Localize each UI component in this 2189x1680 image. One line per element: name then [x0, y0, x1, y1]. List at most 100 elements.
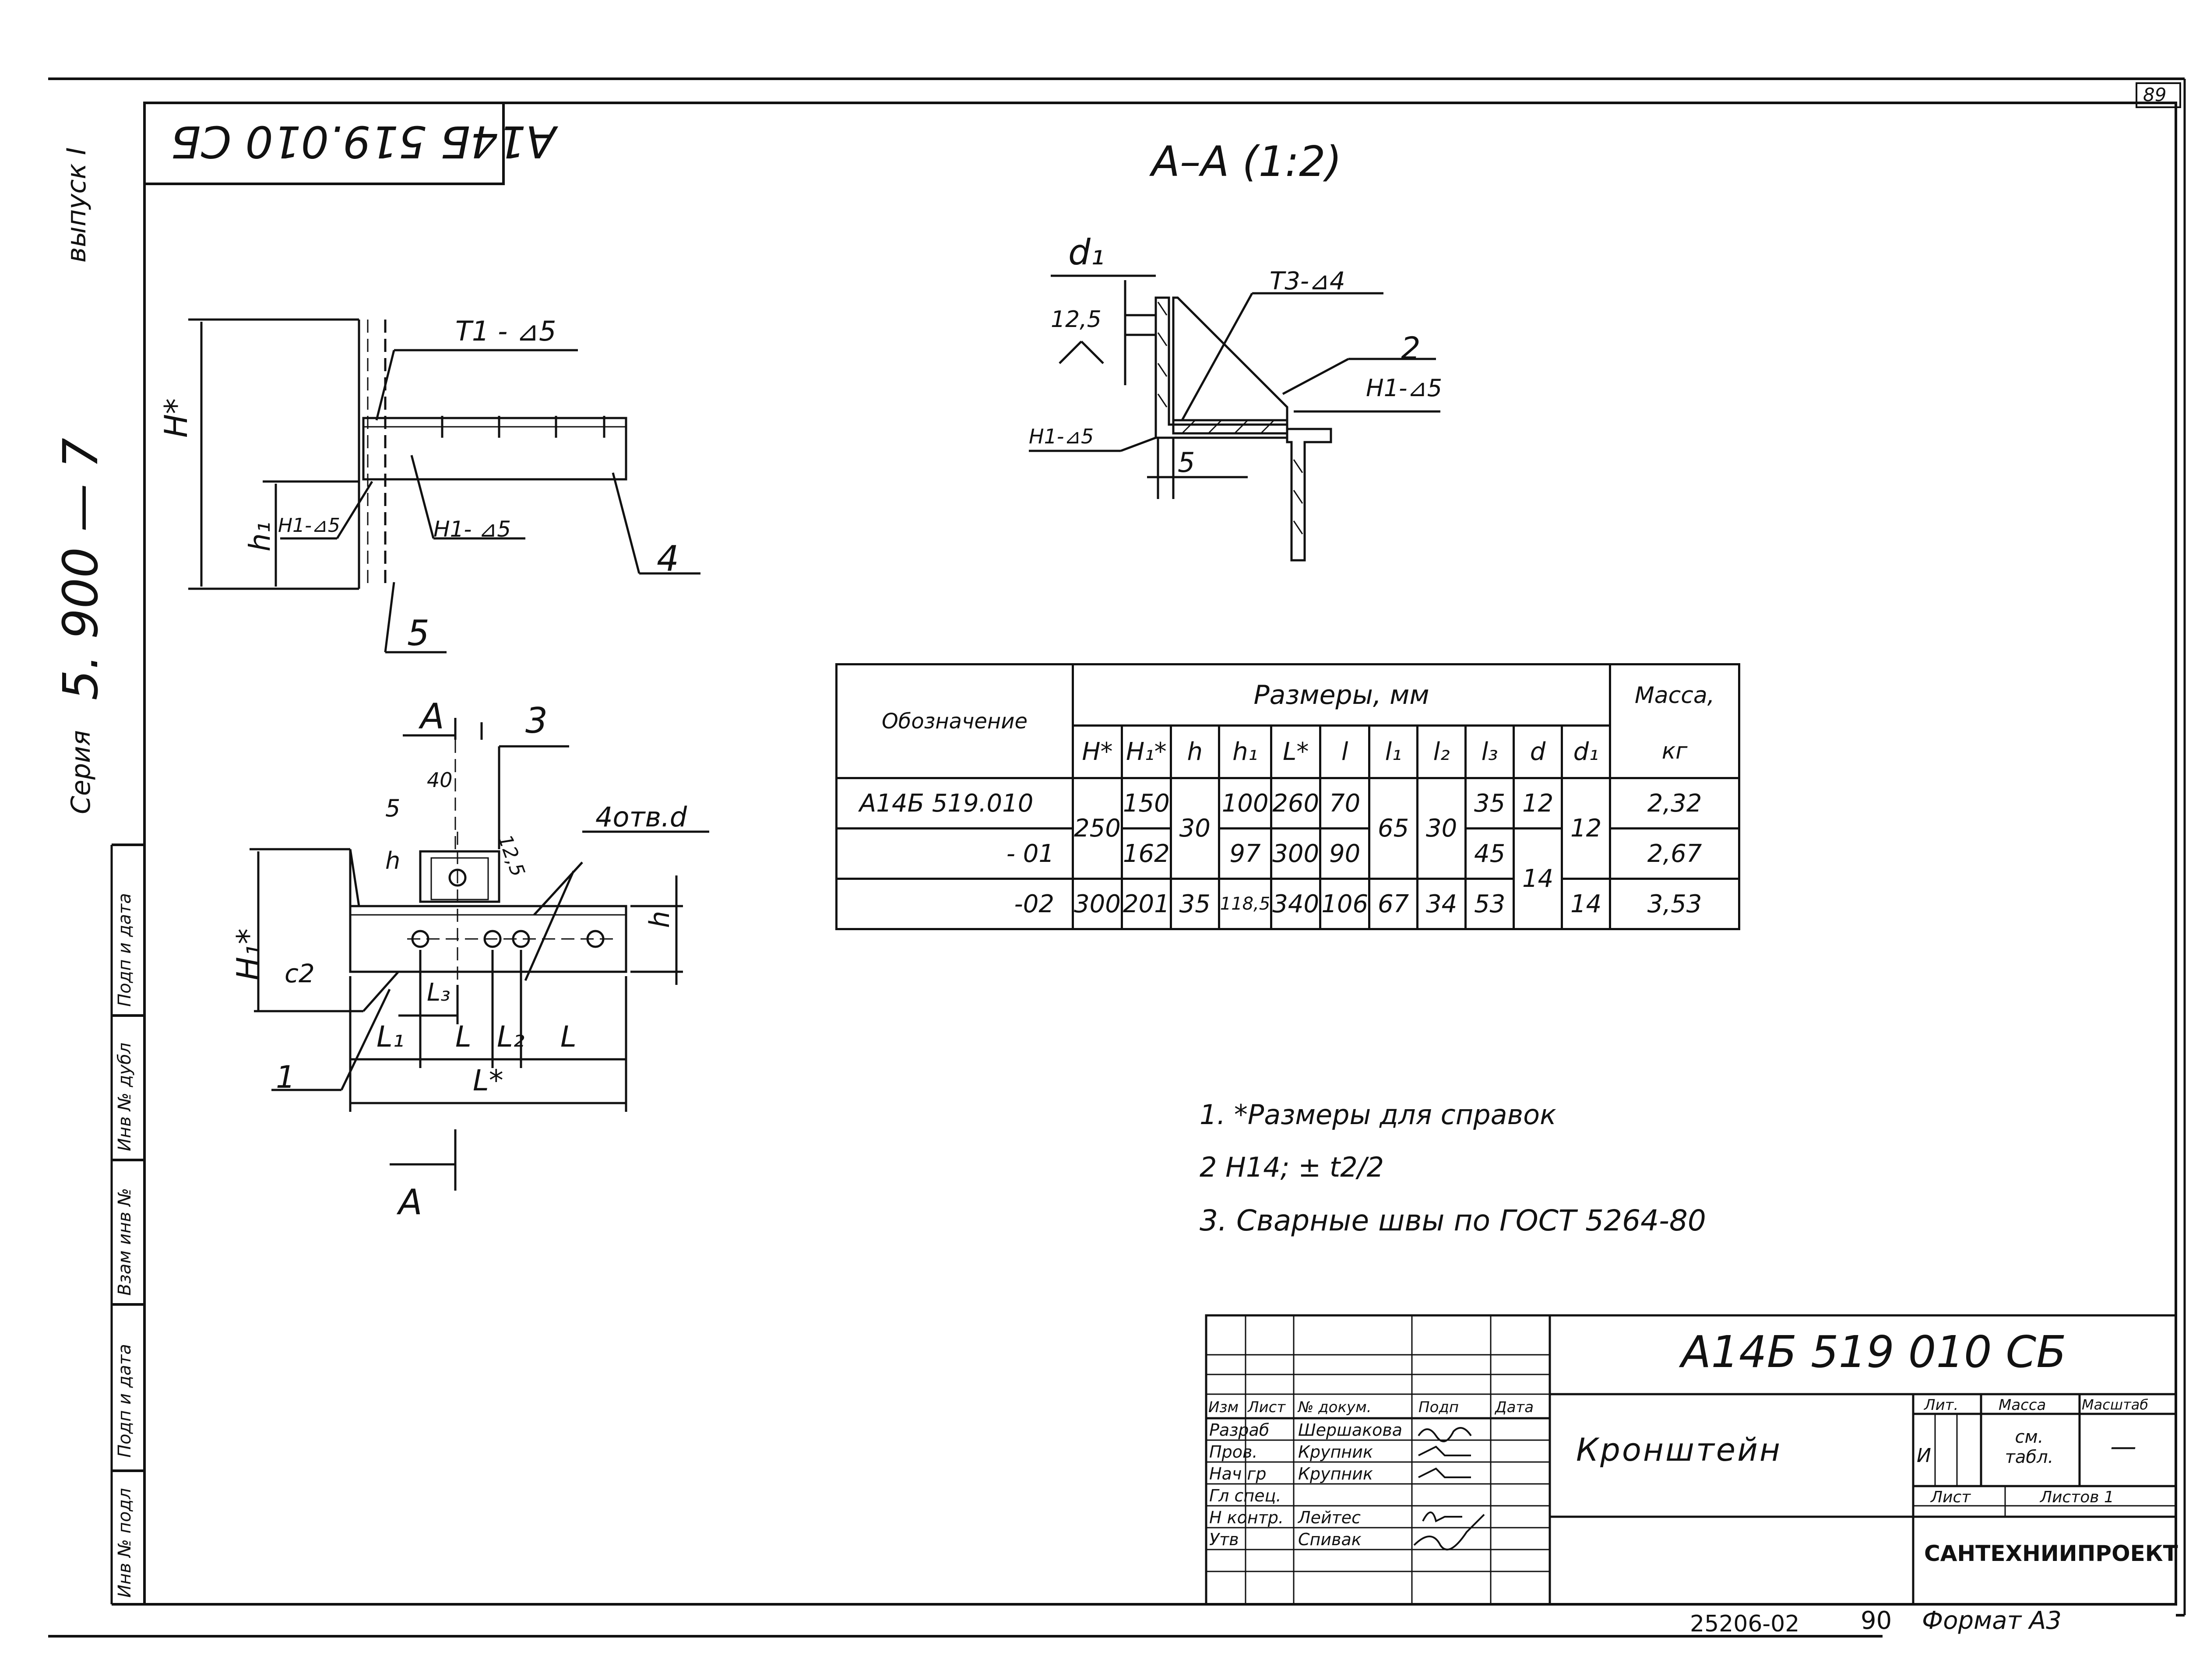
series-code: 5. 900 — 7: [53, 438, 109, 700]
section-mark-A-top: A: [420, 696, 444, 737]
vypusk-label: выпуск I: [61, 147, 92, 263]
series-label: Серия: [66, 730, 96, 814]
organization-name: САНТЕХНИИПРОЕКТ: [1924, 1541, 2178, 1566]
part-label-5: 5: [407, 613, 429, 654]
cell-H1: 150: [1120, 777, 1172, 829]
section-title: А–А (1:2): [1151, 138, 1342, 186]
scale-label: Масштаб: [2082, 1396, 2149, 1413]
dim-5-section: 5: [1178, 446, 1195, 478]
header-mass: Масса,: [1609, 663, 1741, 726]
role-name: Крупник: [1298, 1464, 1373, 1483]
header-designation: Обозначение: [835, 663, 1074, 779]
cell-h: 30: [1169, 777, 1220, 880]
cell-H1: 162: [1120, 827, 1172, 880]
cell-l1: 67: [1368, 878, 1419, 930]
mass-label: Масса: [1999, 1396, 2046, 1414]
label-L3: L₃: [427, 978, 450, 1007]
sub-header: H*: [1072, 724, 1123, 779]
label-H-star: H*: [158, 398, 194, 438]
weld-label-T3: T3-⊿4: [1270, 267, 1345, 295]
cell-h: 35: [1169, 878, 1220, 930]
weld-label-right: H1- ⊿5: [433, 517, 511, 542]
role-label: Пров.: [1209, 1442, 1258, 1462]
role-label: Гл спец.: [1209, 1486, 1281, 1505]
sheet-label: Лист: [1931, 1488, 1971, 1506]
cell-d: 14: [1513, 827, 1563, 930]
sub-header: d: [1513, 724, 1563, 779]
cell-d: 12: [1513, 777, 1563, 829]
sub-header: l₂: [1416, 724, 1467, 779]
label-H1-star: H₁*: [230, 928, 267, 981]
footer-page: 90: [1861, 1606, 1892, 1635]
weld-label-left: H1-⊿5: [278, 514, 340, 537]
weld-label-section-right: H1-⊿5: [1366, 374, 1443, 402]
col-sign: Подп: [1418, 1399, 1459, 1416]
scale-value: —: [2110, 1431, 2136, 1462]
margin-col-5: Подп и дата: [115, 893, 135, 1007]
sub-header: h: [1169, 724, 1220, 779]
row-designation: - 01: [835, 827, 1074, 880]
dim-h-right: h: [644, 910, 676, 928]
cell-l3: 53: [1464, 878, 1515, 930]
sub-header: L*: [1270, 724, 1322, 779]
table-row: -02 300 201 35 118,5 340 106 67 34 53 14…: [835, 878, 1741, 930]
cell-mass: 2,32: [1609, 777, 1741, 829]
role-name: Лейтес: [1298, 1508, 1361, 1527]
margin-col-3: Взам инв №: [115, 1188, 135, 1296]
mass-value: см. табл.: [2005, 1427, 2054, 1467]
part-label-2: 2: [1401, 330, 1421, 366]
dim-40: 40: [427, 768, 453, 792]
cell-mass: 3,53: [1609, 878, 1741, 930]
cell-l: 106: [1319, 878, 1371, 930]
role-label: Нач гр: [1209, 1464, 1267, 1483]
chamfer-label: c2: [285, 959, 315, 988]
label-L2: L₂: [497, 1020, 525, 1054]
footer-format: Формат А3: [1922, 1606, 2062, 1635]
cell-L: 260: [1270, 777, 1322, 829]
table-row: А14Б 519.010 250 150 30 100 260 70 65 30…: [835, 777, 1741, 880]
sheet-number: 89: [2143, 84, 2167, 105]
sub-header: l₃: [1464, 724, 1515, 779]
cell-l2: 30: [1416, 777, 1467, 880]
sub-header: H₁*: [1120, 724, 1172, 779]
cell-l1: 65: [1368, 777, 1419, 880]
cell-d1: 14: [1561, 878, 1612, 930]
sub-header: h₁: [1218, 724, 1273, 779]
label-h1: h₁: [243, 521, 277, 552]
role-label: Н контр.: [1209, 1508, 1284, 1527]
label-L1: L₁: [377, 1020, 405, 1054]
margin-col-2: Подп и дата: [115, 1344, 135, 1458]
cell-l3: 35: [1464, 777, 1515, 829]
sheets-label: Листов 1: [2040, 1488, 2114, 1506]
cell-l: 90: [1319, 827, 1371, 880]
weld-label-section-left: H1-⊿5: [1029, 425, 1094, 448]
col-date: Дата: [1495, 1399, 1534, 1416]
rotated-doc-code: А14Б 519.010 СБ: [171, 116, 556, 167]
row-designation: -02: [835, 878, 1074, 930]
dim-5: 5: [385, 794, 401, 822]
dim-h-plan: h: [385, 847, 401, 875]
role-name: Спивак: [1298, 1530, 1362, 1549]
label-L-a: L: [455, 1020, 472, 1054]
footer-number: 25206-02: [1690, 1611, 1800, 1637]
table-row: - 01 162 97 300 90 45 14 2,67: [835, 827, 1741, 930]
label-L-b: L: [560, 1020, 577, 1054]
sub-header: l: [1319, 724, 1371, 779]
role-label: Утв: [1209, 1530, 1239, 1549]
cell-l: 70: [1319, 777, 1371, 829]
title-block-code: А14Б 519 010 СБ: [1681, 1326, 2066, 1378]
cell-h1: 97: [1218, 827, 1273, 880]
cell-H: 250: [1072, 777, 1123, 880]
part-label-4: 4: [657, 538, 679, 579]
weld-label-top: T1 - ⊿5: [455, 315, 556, 347]
role-name: Шершакова: [1298, 1420, 1403, 1440]
header-mass-unit: кг: [1609, 725, 1741, 779]
row-designation: А14Б 519.010: [835, 777, 1074, 829]
role-label: Разраб: [1209, 1420, 1270, 1440]
note-2: 2 H14; ± t2/2: [1200, 1151, 1384, 1183]
sub-header: l₁: [1368, 724, 1419, 779]
role-name: Крупник: [1298, 1442, 1373, 1462]
cell-l2: 34: [1416, 878, 1467, 930]
cell-mass: 2,67: [1609, 827, 1741, 880]
